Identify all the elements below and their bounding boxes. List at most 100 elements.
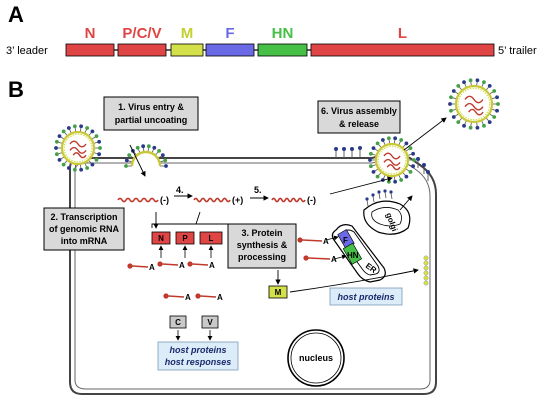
- golgi-spike-head: [371, 193, 375, 197]
- step3-line2: synthesis &: [237, 240, 288, 250]
- spike-head: [54, 139, 59, 144]
- envelope: [60, 130, 96, 166]
- spike-head: [451, 115, 456, 119]
- gene-label-hn: HN: [272, 25, 294, 42]
- spike-head: [54, 146, 58, 150]
- gene-label-pcv: P/C/V: [122, 25, 161, 42]
- spike-head: [393, 136, 398, 141]
- host-proteins-right: host proteins: [337, 292, 394, 302]
- spike-head: [160, 153, 165, 158]
- spike-head: [451, 89, 456, 93]
- spike-head: [495, 108, 499, 113]
- virion-budding: [334, 136, 430, 184]
- spike-head: [79, 167, 84, 172]
- membrane-spike-head: [342, 147, 346, 151]
- virion-entering: [54, 124, 102, 172]
- spike-head: [124, 158, 129, 163]
- membrane-spike-head: [416, 157, 420, 161]
- fusing-envelope: [130, 150, 162, 167]
- envelope: [374, 142, 410, 178]
- mrna-n-polya: A: [149, 263, 155, 272]
- step6-line1: 6. Virus assembly: [321, 106, 397, 116]
- protein-l: [199, 231, 223, 245]
- spike-head: [79, 124, 84, 129]
- mrna-f-polya: A: [323, 237, 329, 246]
- antigenome-rna-positive: [193, 197, 231, 203]
- spike-head: [456, 120, 461, 125]
- golgi-spike: [372, 195, 375, 203]
- mrna-n-strand: [132, 265, 149, 268]
- step3-line1: 3. Protein: [241, 228, 282, 238]
- spike-head: [157, 148, 161, 153]
- release-arrow: [403, 117, 447, 151]
- spike-head: [487, 83, 492, 88]
- step3-line3: processing: [238, 252, 286, 262]
- spike-head: [412, 158, 416, 162]
- spike-head: [368, 151, 373, 156]
- panel-b-letter: B: [8, 77, 24, 102]
- mrna-l-strand: [192, 263, 209, 266]
- golgi-membrane: [363, 200, 411, 235]
- step4-label: 4.: [176, 185, 184, 195]
- gene-label-n: N: [85, 25, 96, 42]
- protein-n: [151, 231, 171, 245]
- spike-head: [90, 162, 95, 167]
- entry-arrow: [129, 144, 146, 177]
- spike-head: [94, 157, 99, 162]
- rna-neg-2-label: (-): [307, 195, 316, 205]
- mrna-n-cap: [127, 263, 133, 269]
- protein-p-label: P: [182, 234, 188, 243]
- spike-head: [371, 146, 376, 151]
- spike-head: [487, 120, 492, 125]
- step1-line1: 1. Virus entry &: [118, 102, 184, 112]
- spike-head: [475, 78, 480, 83]
- rnp-coil: [464, 95, 484, 116]
- spike-head: [97, 152, 102, 157]
- m-protein-dot: [423, 265, 429, 271]
- spike-head: [66, 166, 71, 170]
- spike-head: [375, 174, 380, 179]
- envelope: [454, 84, 494, 124]
- spike-head: [146, 144, 151, 149]
- membrane-spike-head: [358, 146, 362, 150]
- spike-head: [163, 158, 168, 163]
- m-protein-membrane-dots: [423, 255, 429, 286]
- spike-head: [152, 145, 157, 150]
- golgi-spike: [390, 192, 393, 200]
- golgi-cisterna: [371, 207, 402, 227]
- step3-box: [227, 223, 297, 269]
- rnp-bracket: [151, 223, 241, 228]
- gene-label-f: F: [225, 25, 234, 42]
- er-bound-mrnas: AA: [297, 235, 347, 264]
- step6-box: [317, 100, 401, 134]
- spike-head: [85, 126, 90, 130]
- spike-head: [66, 126, 71, 130]
- spike-head: [411, 151, 416, 156]
- spike-head: [54, 152, 59, 157]
- spike-head: [164, 164, 168, 168]
- gene-label-l: L: [398, 25, 407, 42]
- golgi-to-membrane-arrow: [399, 195, 413, 211]
- spike-head: [482, 123, 486, 128]
- mrna-hn-cap: [303, 255, 309, 261]
- golgi-spike: [366, 199, 369, 207]
- spike-head: [408, 169, 413, 174]
- spike-head: [98, 146, 102, 150]
- nucleus-outer: [287, 329, 345, 387]
- spike-head: [141, 144, 146, 149]
- membrane-spike-head: [426, 170, 430, 174]
- step5-label: 5.: [254, 185, 262, 195]
- protein-l-label: L: [209, 234, 214, 243]
- genome-rna-negative-2: [271, 197, 306, 203]
- gene-block-n: [65, 43, 115, 57]
- spike-head: [408, 146, 413, 151]
- mrna-c-cap: [163, 293, 169, 299]
- m-protein-dot: [423, 260, 429, 266]
- er-protein-hn: [342, 242, 363, 265]
- step6-line2: & release: [339, 119, 379, 129]
- spike-head: [468, 125, 473, 130]
